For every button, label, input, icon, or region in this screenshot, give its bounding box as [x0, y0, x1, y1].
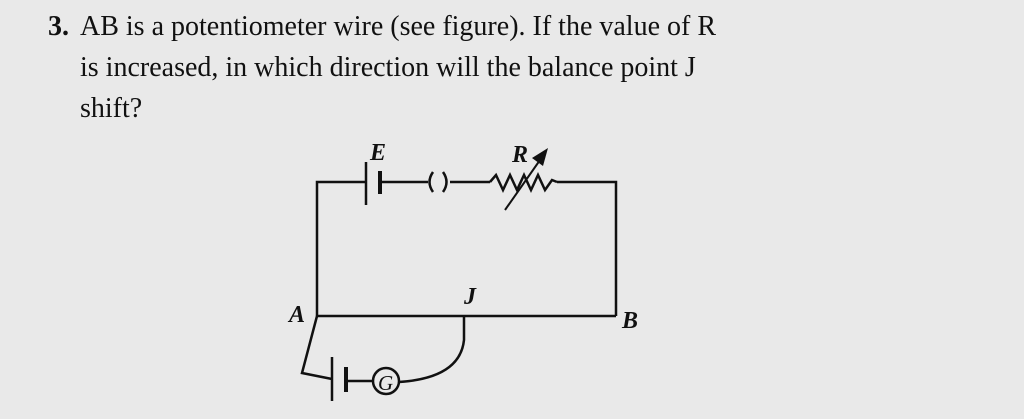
cell-icon	[330, 357, 348, 401]
battery-e-icon	[364, 162, 382, 205]
wire-right	[557, 180, 618, 316]
wire-a-to-cell	[300, 315, 333, 381]
label-r: R	[511, 142, 528, 168]
key-icon	[428, 171, 448, 193]
rheostat-icon	[489, 148, 558, 211]
label-e: E	[369, 140, 386, 166]
question-line-1: AB is a potentiometer wire (see figure).…	[80, 11, 717, 42]
question-line-3: shift?	[80, 93, 143, 124]
wire-top-left	[315, 180, 366, 316]
question-number: 3.	[48, 11, 69, 42]
label-b: B	[621, 308, 638, 334]
label-g: G	[378, 371, 393, 395]
label-a: A	[287, 302, 305, 328]
question-line-2: is increased, in which direction will th…	[80, 52, 696, 83]
label-j: J	[463, 284, 477, 310]
jockey-wire	[398, 316, 466, 384]
